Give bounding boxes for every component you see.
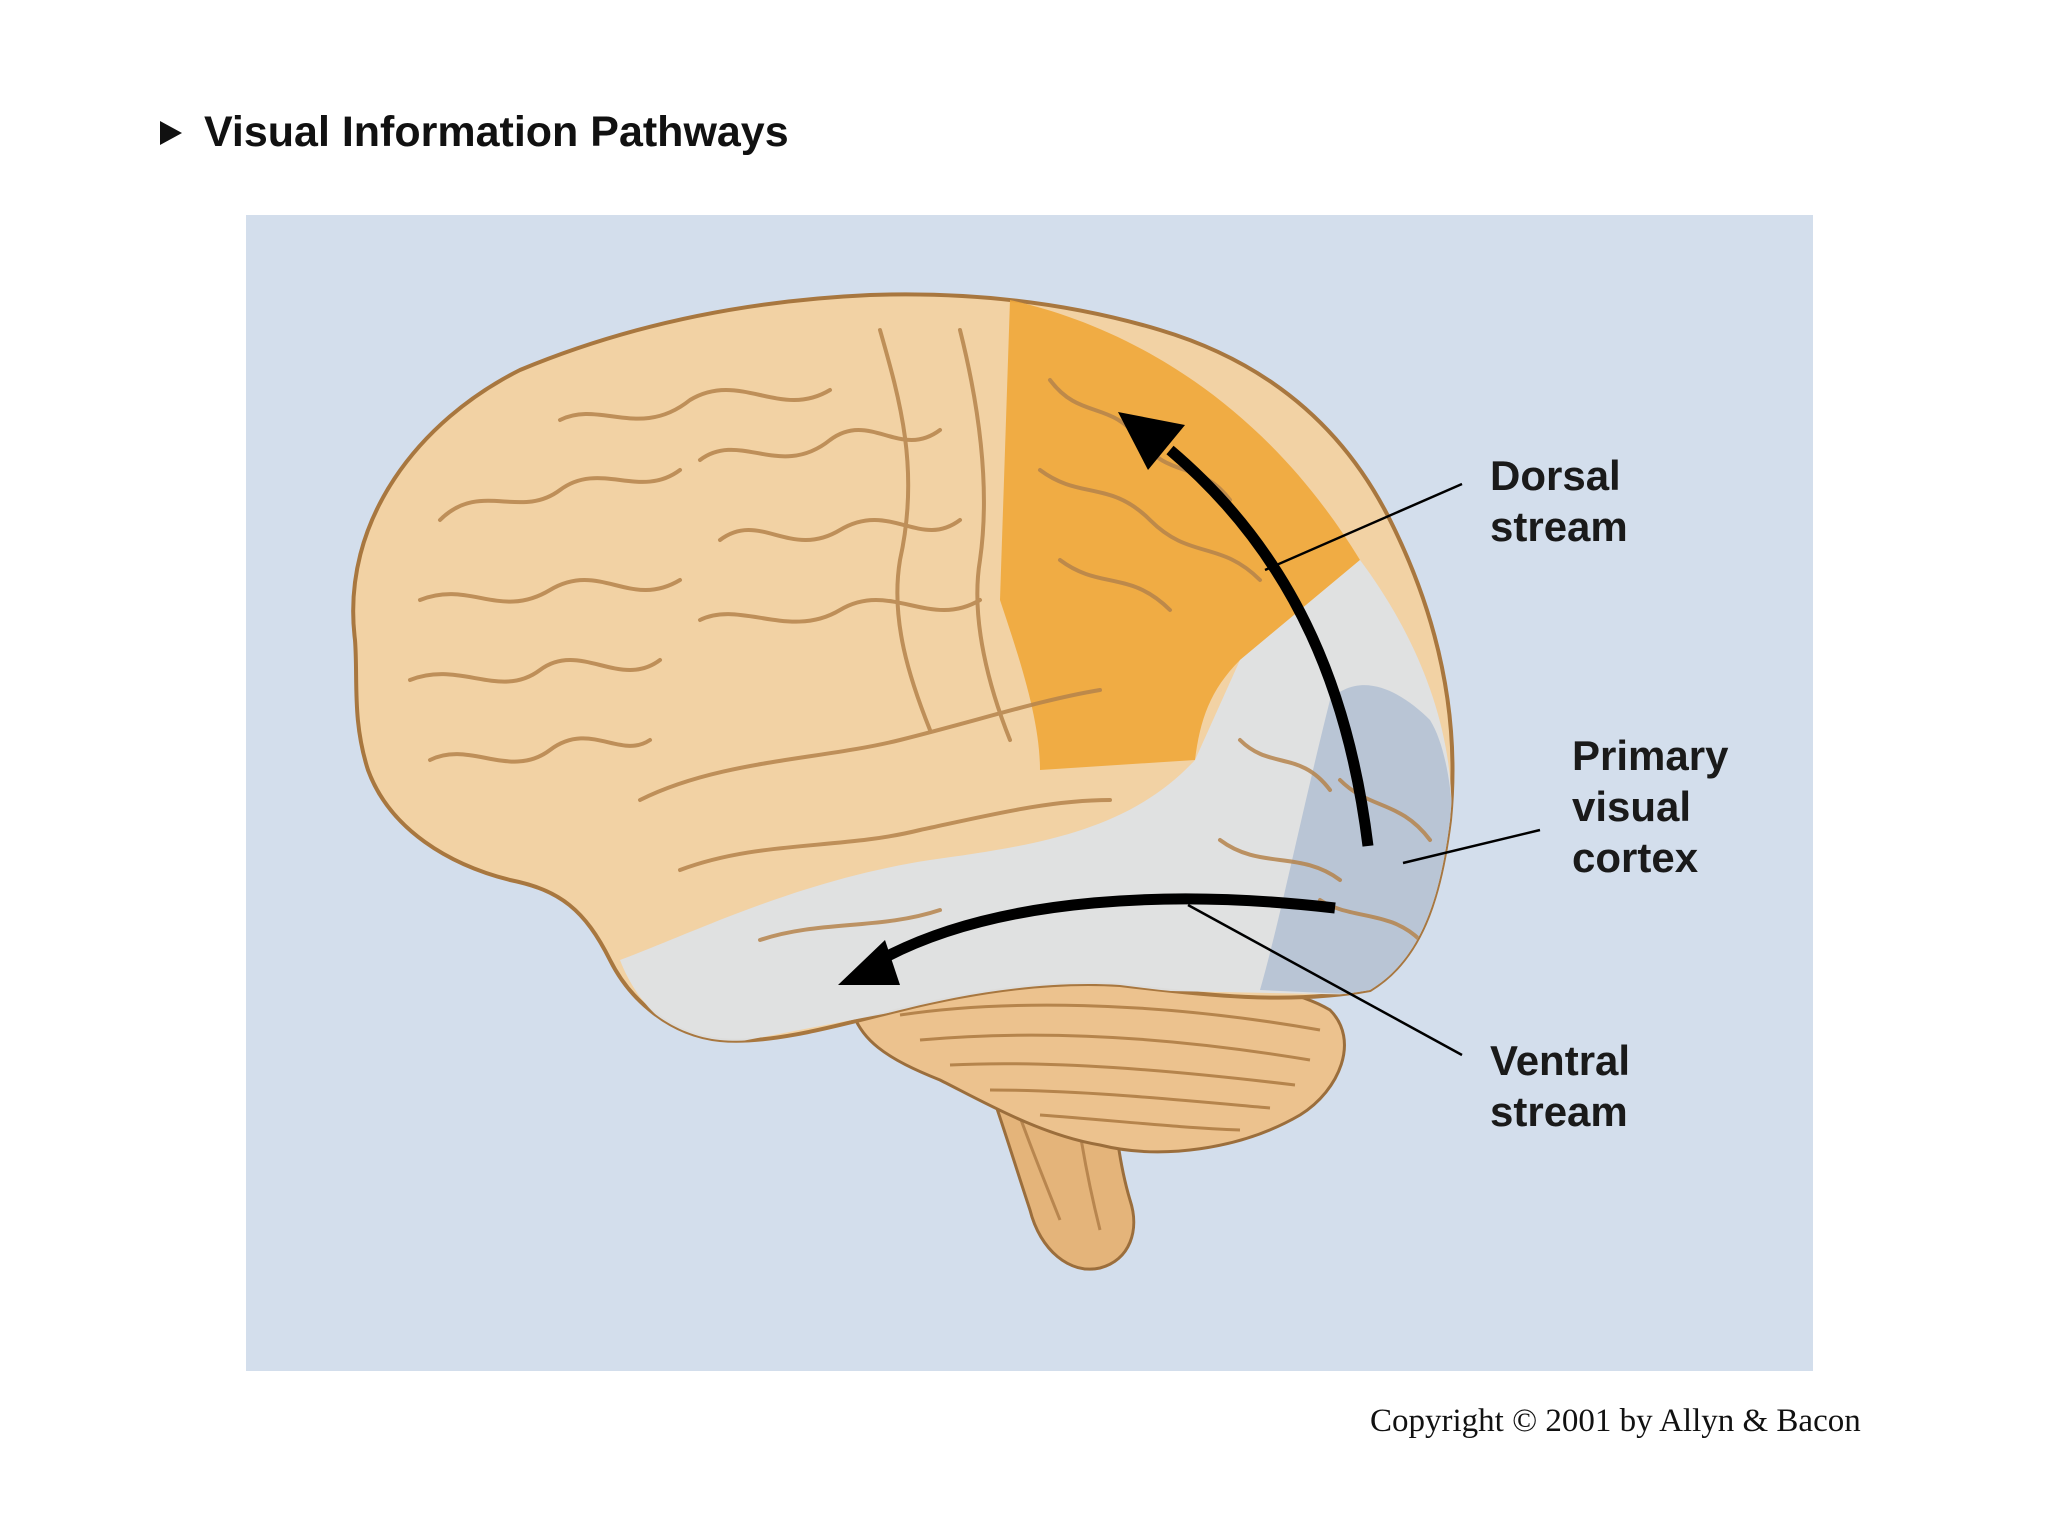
ventral-stream-label: Ventral stream: [1490, 1037, 1631, 1135]
dorsal-arrowhead-icon: [1118, 412, 1185, 470]
primary-leader-line: [1402, 828, 1541, 865]
primary-visual-cortex-label: Primary visual cortex: [1572, 732, 1729, 881]
title-text: Visual Information Pathways: [204, 108, 789, 156]
slide-title: Visual Information Pathways: [160, 108, 789, 157]
dorsal-arrow: [1166, 445, 1374, 847]
bullet-triangle-icon: [160, 120, 182, 145]
ventral-leader-line: [1187, 903, 1463, 1057]
dorsal-stream-label: Dorsal stream: [1490, 452, 1628, 550]
ventral-region: [620, 560, 1452, 1041]
dorsal-leader-line: [1264, 482, 1463, 572]
ventral-arrowhead-icon: [838, 940, 900, 985]
ventral-arrow: [877, 893, 1336, 965]
primary-visual-region: [1260, 685, 1453, 995]
copyright-notice: Copyright © 2001 by Allyn & Bacon: [1370, 1403, 1861, 1439]
dorsal-region: [1000, 300, 1360, 770]
